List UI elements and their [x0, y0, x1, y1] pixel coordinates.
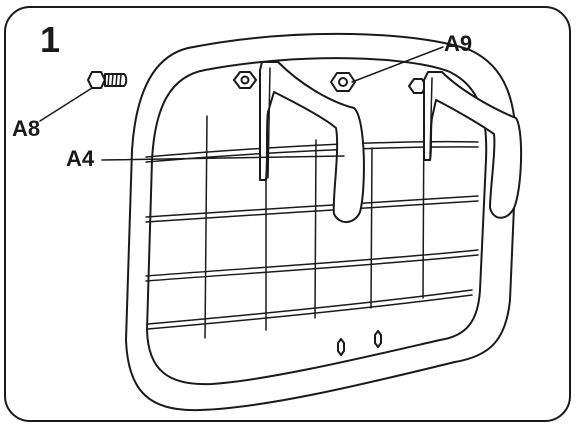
panel-outer-frame: [125, 32, 518, 412]
callout-a4: A4: [66, 146, 95, 171]
step-frame: [4, 6, 571, 422]
callout-a9: A9: [444, 31, 473, 56]
mesh-horizontal-bars: [145, 140, 479, 330]
leader-a4: [101, 155, 345, 161]
panel-inner-frame: [146, 57, 488, 386]
panel-nut-a9: [330, 72, 356, 92]
mesh-vertical-bars: [204, 99, 425, 339]
bolt-a8: [87, 71, 128, 89]
callout-a8: A8: [12, 116, 41, 141]
bottom-hole-left: [337, 338, 345, 356]
panel-nut-left: [233, 71, 257, 89]
hook-right: [423, 71, 523, 219]
leader-a8: [39, 87, 93, 122]
leader-a9: [351, 46, 444, 83]
step-number: 1: [40, 19, 61, 60]
bottom-hole-right: [374, 330, 382, 348]
hook-left: [259, 61, 365, 223]
